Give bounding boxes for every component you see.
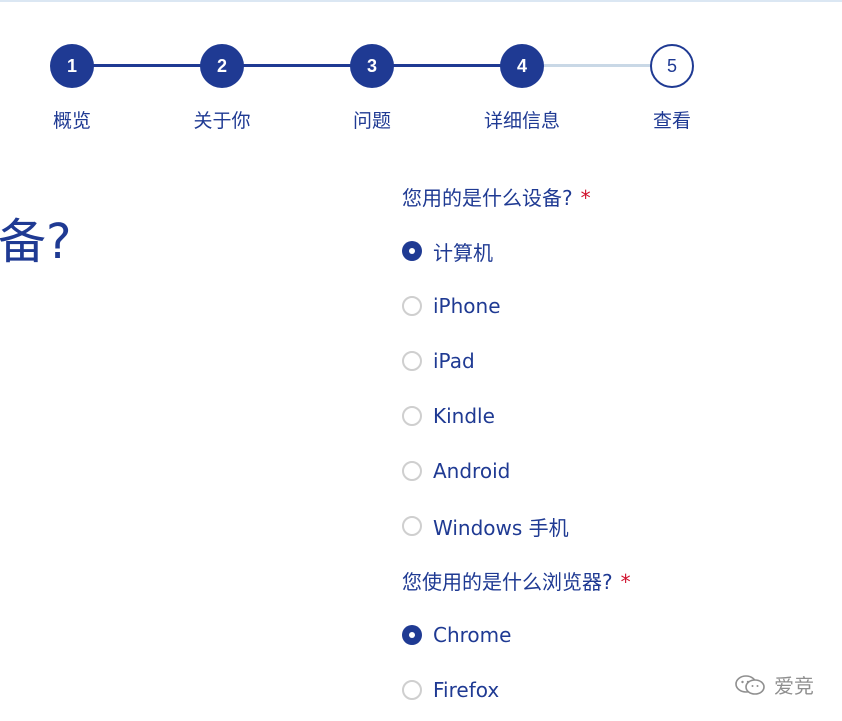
- watermark-text: 爱竞: [774, 674, 814, 698]
- question-text: 您使用的是什么浏览器?: [402, 570, 613, 594]
- watermark: 爱竞: [734, 670, 814, 699]
- step-review[interactable]: 5 查看: [612, 44, 732, 133]
- step-connector: [72, 64, 222, 67]
- step-label: 关于你: [193, 110, 251, 132]
- top-border: [0, 0, 842, 2]
- radio-unchecked-icon[interactable]: [402, 351, 422, 371]
- radio-unchecked-icon[interactable]: [402, 296, 422, 316]
- step-about-you[interactable]: 2 关于你: [162, 44, 282, 133]
- step-connector: [522, 64, 672, 67]
- wechat-icon: [735, 674, 765, 695]
- step-label: 概览: [52, 110, 91, 132]
- step-number-circle: 5: [650, 44, 694, 88]
- option-label: Kindle: [433, 404, 495, 428]
- radio-unchecked-icon[interactable]: [402, 406, 422, 426]
- option-label: Windows 手机: [433, 515, 569, 540]
- device-option-ipad[interactable]: iPad: [402, 347, 475, 375]
- step-number-circle: 3: [350, 44, 394, 88]
- step-number-circle: 4: [500, 44, 544, 88]
- option-label: Firefox: [433, 678, 500, 702]
- step-questions[interactable]: 3 问题: [312, 44, 432, 133]
- step-number-circle: 1: [50, 44, 94, 88]
- step-label: 问题: [352, 110, 391, 132]
- device-question-label: 您用的是什么设备? *: [402, 182, 591, 211]
- radio-checked-icon[interactable]: [402, 625, 422, 645]
- browser-option-firefox[interactable]: Firefox: [402, 676, 499, 704]
- radio-unchecked-icon[interactable]: [402, 461, 422, 481]
- radio-unchecked-icon[interactable]: [402, 680, 422, 700]
- question-text: 您用的是什么设备?: [402, 186, 573, 210]
- step-details[interactable]: 4 详细信息: [462, 44, 582, 133]
- option-label: iPad: [433, 349, 475, 373]
- option-label: iPhone: [433, 294, 501, 318]
- device-option-iphone[interactable]: iPhone: [402, 292, 501, 320]
- step-number-circle: 2: [200, 44, 244, 88]
- device-option-windows-phone[interactable]: Windows 手机: [402, 512, 569, 540]
- radio-unchecked-icon[interactable]: [402, 516, 422, 536]
- progress-stepper: 1 概览 2 关于你 3 问题 4 详细信息 5 查看: [0, 0, 842, 150]
- step-label: 详细信息: [483, 110, 560, 132]
- device-option-kindle[interactable]: Kindle: [402, 402, 495, 430]
- required-mark: *: [620, 570, 631, 594]
- page-heading: 备?: [0, 214, 72, 270]
- step-connector: [222, 64, 372, 67]
- radio-checked-icon[interactable]: [402, 241, 422, 261]
- step-label: 查看: [652, 110, 691, 132]
- step-connector: [372, 64, 522, 67]
- option-label: 计算机: [433, 240, 493, 265]
- option-label: Chrome: [433, 623, 512, 647]
- device-option-android[interactable]: Android: [402, 457, 510, 485]
- device-option-computer[interactable]: 计算机: [402, 237, 493, 265]
- option-label: Android: [433, 459, 511, 483]
- step-overview[interactable]: 1 概览: [12, 44, 132, 133]
- browser-question-label: 您使用的是什么浏览器? *: [402, 566, 631, 595]
- required-mark: *: [580, 186, 591, 210]
- browser-option-chrome[interactable]: Chrome: [402, 621, 511, 649]
